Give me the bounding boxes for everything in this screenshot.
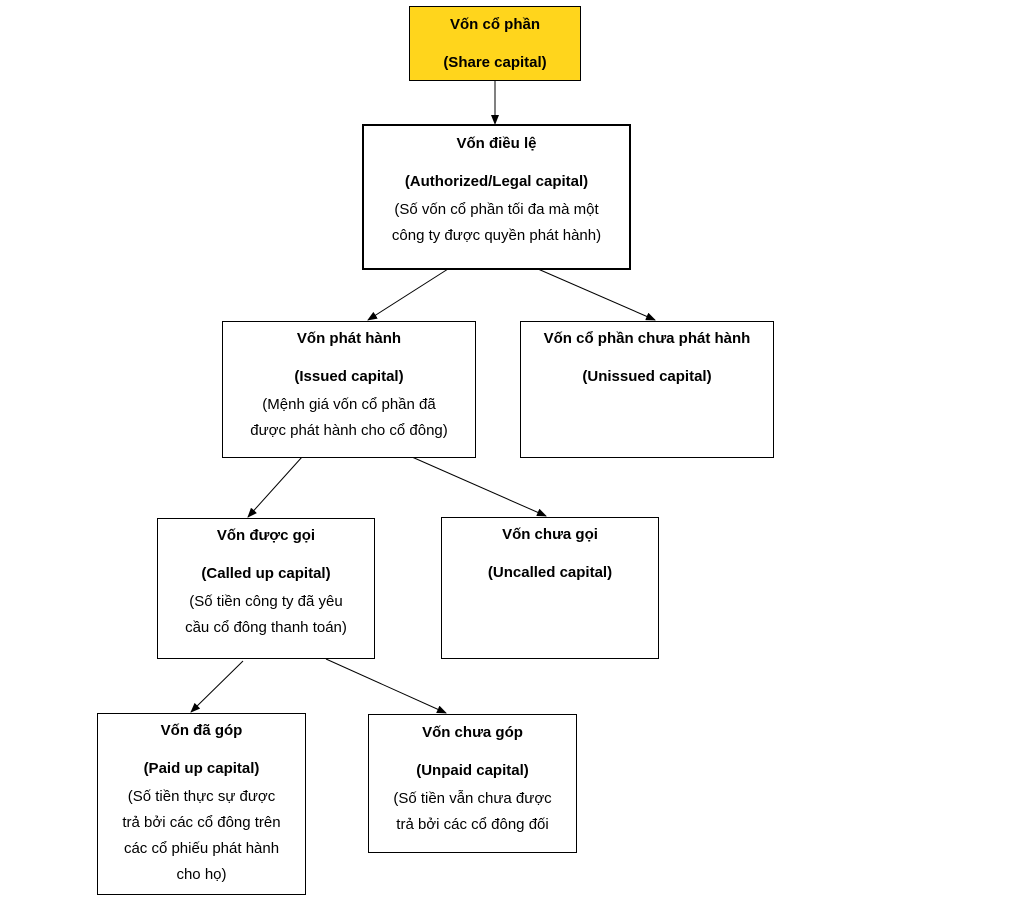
unpaid-capital-desc-line-2: trả bởi các cổ đông đối [396, 816, 549, 833]
arrow-called-to-unpaid [325, 658, 447, 714]
unissued-capital-subtitle: (Unissued capital) [582, 368, 712, 385]
arrow-issued-to-called [247, 456, 303, 518]
issued-capital-title: Vốn phát hành [296, 330, 402, 347]
called-up-capital-title: Vốn được gọi [216, 527, 316, 544]
paid-up-capital-desc-line-1: (Số tiền thực sự được [127, 788, 276, 805]
arrow-issued-to-uncalled [411, 456, 547, 517]
called-up-capital-subtitle: (Called up capital) [201, 565, 331, 582]
paid-up-capital-desc-line-3: các cổ phiếu phát hành [123, 840, 280, 857]
called-up-capital-desc-line-1: (Số tiền công ty đã yêu [189, 593, 343, 610]
arrow-authorized-to-unissued [537, 268, 656, 321]
paid-up-capital-subtitle: (Paid up capital) [143, 760, 260, 777]
authorized-capital-box: Vốn điều lệ (Authorized/Legal capital) (… [362, 124, 631, 270]
paid-up-capital-title: Vốn đã góp [160, 722, 243, 739]
authorized-capital-subtitle: (Authorized/Legal capital) [404, 173, 589, 190]
uncalled-capital-title: Vốn chưa gọi [502, 526, 598, 543]
share-capital-subtitle: (Share capital) [443, 54, 547, 71]
authorized-capital-title: Vốn điều lệ [456, 135, 537, 152]
called-up-capital-desc-line-2: cầu cổ đông thanh toán) [185, 619, 347, 636]
unpaid-capital-box: Vốn chưa góp (Unpaid capital) (Số tiền v… [368, 714, 577, 853]
unissued-capital-box: Vốn cổ phần chưa phát hành (Unissued cap… [520, 321, 774, 458]
paid-up-capital-box: Vốn đã góp (Paid up capital) (Số tiền th… [97, 713, 306, 895]
unpaid-capital-subtitle: (Unpaid capital) [416, 762, 529, 779]
called-up-capital-box: Vốn được gọi (Called up capital) (Số tiề… [157, 518, 375, 659]
paid-up-capital-desc-line-2: trả bởi các cổ đông trên [122, 814, 281, 831]
arrow-called-to-paid [190, 660, 244, 713]
unpaid-capital-desc-line-1: (Số tiền vẫn chưa được [393, 790, 552, 807]
authorized-capital-desc-line-2: công ty được quyền phát hành) [391, 227, 602, 244]
unissued-capital-title: Vốn cổ phần chưa phát hành [543, 330, 751, 347]
share-capital-title: Vốn cổ phần [450, 16, 540, 33]
uncalled-capital-subtitle: (Uncalled capital) [487, 564, 613, 581]
share-capital-box: Vốn cổ phần (Share capital) [409, 6, 581, 81]
issued-capital-box: Vốn phát hành (Issued capital) (Mệnh giá… [222, 321, 476, 458]
issued-capital-desc-line-1: (Mệnh giá vốn cổ phần đã [262, 396, 436, 413]
arrow-authorized-to-issued [367, 268, 449, 321]
issued-capital-desc-line-2: được phát hành cho cổ đông) [250, 422, 448, 439]
uncalled-capital-box: Vốn chưa gọi (Uncalled capital) [441, 517, 659, 659]
authorized-capital-desc-line-1: (Số vốn cổ phần tối đa mà một [394, 201, 599, 218]
unpaid-capital-title: Vốn chưa góp [422, 724, 523, 741]
issued-capital-subtitle: (Issued capital) [294, 368, 404, 385]
paid-up-capital-desc-line-4: cho họ) [176, 866, 227, 883]
